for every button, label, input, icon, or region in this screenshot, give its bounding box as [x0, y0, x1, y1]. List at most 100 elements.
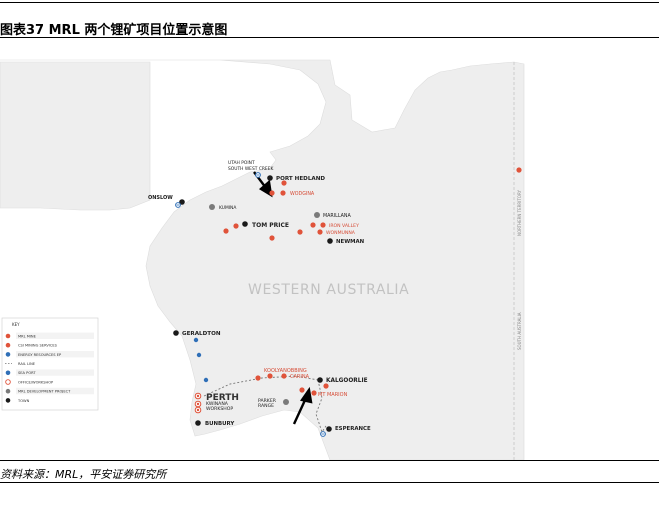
label-wodgina: WODGINA	[290, 191, 315, 197]
legend-title: KEY	[12, 322, 20, 327]
label-utah-point: UTAH POINT	[228, 160, 255, 166]
legend-symbol-sea-port	[5, 370, 11, 376]
legend-label-town: TOWN	[17, 399, 30, 403]
map-western-australia: NORTHERN TERRITORY SOUTH AUSTRALIA WESTE…	[0, 59, 525, 460]
marker-perth-dot	[196, 394, 200, 398]
legend-row-bg-csi-mining-services	[16, 341, 94, 349]
rail-kalgoorlie-esperance	[315, 379, 327, 434]
legend-label-mrl-development-project: MRL DEVELOPMENT PROJECT	[18, 390, 71, 394]
label-onslow: ONSLOW	[148, 195, 173, 201]
arrow-head-mt-marion	[299, 386, 313, 404]
label-mt-marion: MT MARION	[318, 392, 348, 398]
legend-items: MRL MINE CSI MINING SERVICES ENERGY RESOUR…	[5, 332, 94, 404]
land-nw-edge	[0, 61, 151, 211]
label-tom-price: TOM PRICE	[252, 222, 289, 229]
marker-wodgina-extra-1	[281, 180, 287, 186]
legend-item-rail-line: RAIL LINE	[5, 360, 94, 367]
marker-onslow	[179, 199, 185, 205]
port-geraldton-1	[196, 352, 202, 358]
legend-row-bg-energy-resources-ep	[16, 351, 94, 358]
label-carina: CARINA	[290, 374, 310, 380]
legend: KEY MRL MINE CSI MINING SERVICES ENERGY RE…	[1, 317, 99, 411]
marker-koolyanobbing-extra-0	[255, 375, 261, 381]
marker-mt-marion-extra-0	[299, 387, 305, 393]
legend-row-bg-office-workshop	[16, 378, 94, 385]
source-rule-top	[0, 460, 659, 461]
label-geraldton: GERALDTON	[182, 331, 221, 337]
marker-newman	[327, 238, 333, 244]
region-label: WESTERN AUSTRALIA	[248, 282, 409, 298]
legend-item-office-workshop: OFFICE/WORKSHOP	[5, 378, 94, 385]
marker-mt-marion	[311, 390, 317, 396]
land-wa	[0, 59, 525, 460]
label-south-west-creek: SOUTH WEST CREEK	[228, 166, 273, 172]
legend-symbol-energy-resources-ep	[5, 352, 11, 357]
label-newman: NEWMAN	[336, 239, 365, 245]
marker-tom-price-extra-1	[223, 228, 229, 234]
legend-label-energy-resources-ep: ENERGY RESOURCES EP	[18, 353, 62, 357]
marker-bunbury	[195, 420, 201, 426]
marker-geraldton	[173, 330, 179, 336]
arrow-head-wodgina	[258, 179, 273, 198]
legend-symbol-mrl-mine	[5, 333, 11, 339]
legend-item-mrl-development-project: MRL DEVELOPMENT PROJECT	[5, 387, 94, 395]
port-geraldton-0	[193, 337, 199, 343]
label-kalgoorlie: KALGOORLIE	[326, 378, 368, 384]
source-note: 资料来源：MRL，平安证券研究所	[0, 468, 167, 481]
marker-wodgina-extra-0	[269, 190, 275, 196]
marker-iron-valley-extra-0	[310, 222, 316, 228]
marker-parker-range	[283, 399, 289, 405]
rail-perth-kalgoorlie	[203, 375, 319, 397]
marker-esperance	[326, 426, 332, 432]
marker-wonmunna	[317, 229, 323, 235]
legend-label-mrl-mine: MRL MINE	[18, 334, 37, 338]
legend-item-mrl-mine: MRL MINE	[5, 332, 94, 339]
marker-port-hedland	[267, 175, 273, 181]
source-rule-bottom	[0, 482, 659, 483]
figure-caption-bar: 图表37 MRL 两个锂矿项目位置示意图	[0, 2, 659, 38]
marker-kumina	[209, 204, 215, 210]
arrow-to-mt-marion	[292, 397, 308, 425]
label-wonmunna: WONMUNNA	[326, 230, 356, 236]
border-mine-marker	[516, 167, 522, 173]
label-koolyanobbing: KOOLYANOBBING	[264, 368, 307, 374]
figure-caption: 图表37 MRL 两个锂矿项目位置示意图	[0, 23, 228, 38]
marker-kalgoorlie-extra-0	[323, 383, 329, 389]
label-kumina: KUMINA	[219, 205, 236, 211]
legend-label-office-workshop: OFFICE/WORKSHOP	[18, 380, 54, 384]
legend-row-bg-rail-line	[16, 360, 94, 367]
marker-koolyanobbing	[267, 373, 273, 379]
marker-tom-price	[242, 221, 248, 227]
marker-workshop-dot	[196, 408, 200, 412]
label-marillana: MARILLANA	[323, 213, 351, 219]
land-mass	[0, 59, 525, 460]
label-port-hedland: PORT HEDLAND	[276, 176, 325, 182]
label-parker-range-line-1: RANGE	[258, 403, 274, 409]
legend-row-bg-mrl-mine	[16, 332, 94, 339]
marker-iron-valley	[320, 222, 326, 228]
legend-item-sea-port: SEA PORT	[5, 369, 94, 376]
legend-label-rail-line: RAIL LINE	[18, 362, 36, 366]
marker-marillana	[314, 212, 320, 218]
legend-item-csi-mining-services: CSI MINING SERVICES	[5, 341, 94, 349]
port-geraldton-2	[203, 377, 209, 383]
legend-row-bg-sea-port	[16, 369, 94, 376]
marker-wodgina	[280, 190, 286, 196]
legend-symbol-town	[5, 398, 11, 403]
label-esperance: ESPERANCE	[335, 426, 371, 432]
legend-item-town: TOWN	[5, 397, 94, 404]
legend-row-bg-mrl-development-project	[16, 387, 94, 395]
legend-item-energy-resources-ep: ENERGY RESOURCES EP	[5, 351, 94, 358]
legend-label-sea-port: SEA PORT	[18, 371, 36, 375]
border-label-south: SOUTH AUSTRALIA	[517, 312, 522, 350]
label-workshop: WORKSHOP	[206, 406, 233, 412]
marker-kalgoorlie	[317, 377, 323, 383]
marker-wonmunna-extra-1	[269, 235, 275, 241]
legend-symbol-csi-mining-services	[5, 342, 11, 348]
rail-lines	[203, 375, 327, 434]
legend-label-csi-mining-services: CSI MINING SERVICES	[18, 344, 58, 348]
marker-wonmunna-extra-0	[297, 229, 303, 235]
legend-symbol-office-workshop	[5, 379, 11, 385]
